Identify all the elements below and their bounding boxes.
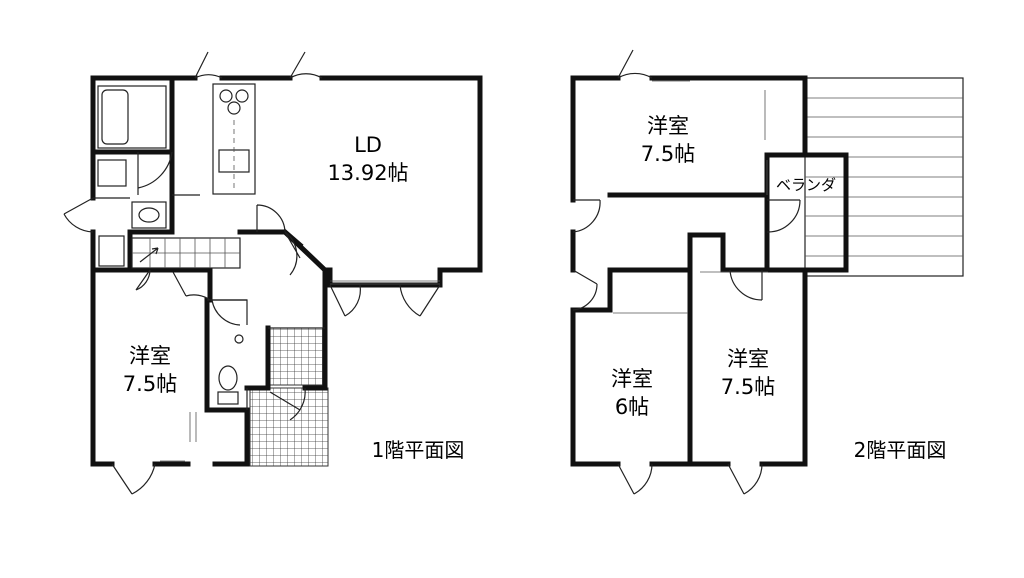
floor1-doors xyxy=(63,51,441,495)
ld-room-size: 13.92帖 xyxy=(327,161,408,185)
porch-tiles xyxy=(249,387,329,467)
room-left-size: 6帖 xyxy=(615,395,649,419)
room-left-name: 洋室 xyxy=(611,367,653,391)
room-top-name: 洋室 xyxy=(647,114,689,138)
kitchen-counter xyxy=(212,83,256,195)
floor2-windows xyxy=(613,80,768,314)
floor1-hall-diagonal xyxy=(237,228,329,274)
bathtub xyxy=(97,85,167,149)
floor2-doors xyxy=(572,49,801,495)
floor-2-caption: 2階平面図 xyxy=(854,438,947,462)
bedroom-1f-name: 洋室 xyxy=(129,344,171,368)
washbasin-counter xyxy=(131,201,167,229)
washer xyxy=(97,159,127,187)
floor1-outer-wall xyxy=(90,75,198,201)
ld-room-name: LD xyxy=(354,133,382,157)
floor-1-plan: LD 13.92帖 洋室 7.5帖 1階平面図 xyxy=(63,51,483,495)
floor1-windows xyxy=(160,280,440,462)
bedroom-1f-size: 7.5帖 xyxy=(123,372,177,396)
room-right-name: 洋室 xyxy=(727,347,769,371)
toilet xyxy=(217,334,244,405)
room-top-size: 7.5帖 xyxy=(641,142,695,166)
bathtub-inner xyxy=(101,89,129,145)
staircase xyxy=(131,237,241,269)
floor2-walls xyxy=(570,75,849,467)
floor1-bath-walls xyxy=(90,75,213,303)
room-right-size: 7.5帖 xyxy=(721,375,775,399)
entrance-tiles xyxy=(267,327,324,386)
stove-burner xyxy=(219,89,233,103)
washbasin-bowl xyxy=(138,207,160,223)
stove-burner xyxy=(227,101,241,115)
floor-2-plan: 洋室 7.5帖 ベランダ 洋室 6帖 洋室 7.5帖 2階平面図 xyxy=(570,49,964,495)
stove-burner xyxy=(235,89,249,103)
balcony-deck xyxy=(804,77,964,277)
balcony-label: ベランダ xyxy=(776,176,836,194)
floor-1-caption: 1階平面図 xyxy=(372,438,465,462)
storage-box xyxy=(98,235,125,267)
